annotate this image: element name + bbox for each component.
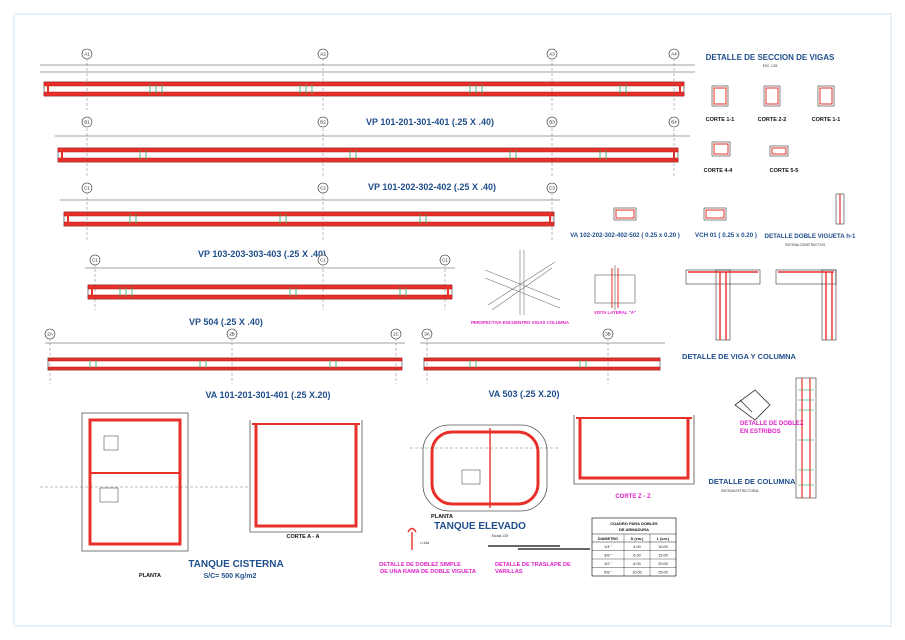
joist-note: SISTEMA CONSTRUCTIVO — [785, 243, 826, 247]
bend-table-cell: 8.00 — [633, 562, 640, 566]
cistern-cut-label: CORTE A - A — [287, 534, 320, 540]
va-section-label: VA 102-202-302-402-502 ( 0.25 x 0.20 ) — [570, 232, 680, 239]
axis-bubble: 3A — [424, 332, 430, 337]
bend-table-title-line2: DE ARMADURA — [619, 527, 649, 532]
beam-title: VP 101-201-301-401 (.25 X .40) — [366, 117, 494, 127]
beam-column-detail: DETALLE DE VIGA Y COLUMNA — [682, 269, 837, 361]
simple-bend-dim: L=16ø — [420, 541, 429, 545]
axis-bubble: A3 — [549, 52, 555, 57]
beam-elevation-2: B1 B2 B3 B4 VP 101-202-302-402 (.25 X .4… — [55, 116, 690, 192]
bend-table-cell: 1/2 " — [604, 562, 612, 566]
bend-table-cell: 25.00 — [658, 571, 668, 575]
axis-bubble: C2 — [320, 186, 326, 191]
beam-title: VA 503 (.25 X.20) — [488, 389, 559, 399]
side-view-label: VISTA LATERAL "A" — [594, 310, 636, 315]
axis-bubble: B1 — [84, 120, 90, 125]
secondary-beams: VA 102-202-302-402-502 ( 0.25 x 0.20 ) V… — [570, 193, 857, 247]
bend-table-cell: 6.00 — [633, 554, 640, 558]
axis-bubble: 2A — [47, 332, 53, 337]
overlap-line2: VARILLAS — [495, 569, 523, 575]
section-details-title: DETALLE DE SECCION DE VIGAS — [706, 53, 835, 62]
sheet-border — [13, 13, 892, 627]
tank-title: TANQUE ELEVADO — [434, 521, 526, 532]
bend-table-cell: 20.00 — [658, 562, 668, 566]
tank-plan-label: PLANTA — [431, 514, 453, 520]
column-note: SISTEMA ESTRUCTURAL — [721, 489, 759, 493]
axis-bubble: C1 — [320, 258, 326, 263]
cut-label: CORTE 4-4 — [704, 168, 734, 174]
cistern-plan: PLANTA TANQUE CISTERNA S/C= 500 Kg/m2 — [40, 412, 284, 580]
bend-table: CUADRO PARA DOBLES DE ARMADURA DIAMETRO … — [591, 517, 677, 577]
cut-label: CORTE 2-2 — [758, 117, 787, 123]
bend-table-title-line1: CUADRO PARA DOBLES — [610, 521, 658, 526]
bend-table-cell: 15.00 — [658, 554, 668, 558]
axis-bubble: A2 — [320, 52, 326, 57]
bend-title-line1: DETALLE DE DOBLEZ — [740, 421, 804, 427]
beam-elevation-3: C1 C2 C3 VP 103-203-303-403 (.25 X .40) — [60, 182, 560, 259]
cut-label: CORTE 1-1 — [812, 117, 841, 123]
beam-title: VP 101-202-302-402 (.25 X .40) — [368, 182, 496, 192]
vch-section-label: VCH 01 ( 0.25 x 0.20 ) — [695, 232, 757, 239]
beam-elevation-5: 2A 2B 2C VA 101-201-301-401 (.25 X.20) — [44, 328, 405, 400]
tank-section: CORTE Z - Z — [573, 415, 695, 500]
overlap-line1: DETALLE DE TRASLAPE DE — [495, 562, 571, 568]
cut-label: CORTE 1-1 — [706, 117, 735, 123]
bend-table-cell: 5/8 " — [604, 571, 612, 575]
beam-title: VP 103-203-303-403 (.25 X .40) — [198, 249, 326, 259]
cistern-section: CORTE A - A — [249, 420, 363, 540]
bend-table-cell: 1/4 " — [604, 545, 612, 549]
axis-bubble: A1 — [84, 52, 90, 57]
cut-label: CORTE 5-5 — [770, 168, 799, 174]
axis-bubble: A4 — [671, 52, 677, 57]
bend-table-header: L (cm.) — [657, 537, 670, 541]
simple-bend-line1: DETALLE DE DOBLEZ SIMPLE — [379, 562, 461, 568]
bend-table-cell: 10.00 — [658, 545, 668, 549]
tank-cut-label: CORTE Z - Z — [615, 494, 651, 500]
beam-title: VP 504 (.25 X .40) — [189, 317, 263, 327]
bend-table-cell: 3/8 " — [604, 554, 612, 558]
simple-bend-line2: DE UNA RAMA DE DOBLE VIGUETA — [380, 569, 476, 575]
tank-plan: PLANTA TANQUE ELEVADO Escala 1/25 — [410, 424, 560, 538]
axis-bubble: C3 — [549, 186, 555, 191]
axis-bubble: 3B — [605, 332, 611, 337]
bend-title-line2: EN ESTRIBOS — [740, 429, 781, 435]
perspective-detail: PERSPECTIVA ENCUENTRO VIGAS COLUMNA VIST… — [471, 250, 636, 325]
beam-elevation-4: C1 C1 C1 VP 504 (.25 X .40) — [85, 254, 455, 327]
cistern-plan-label: PLANTA — [139, 573, 161, 579]
axis-bubble: 2B — [229, 332, 235, 337]
column-detail: DETALLE DE COLUMNA SISTEMA ESTRUCTURAL — [709, 377, 817, 499]
axis-bubble: B2 — [320, 120, 326, 125]
beam-column-title: DETALLE DE VIGA Y COLUMNA — [682, 352, 796, 361]
beam-title: VA 101-201-301-401 (.25 X.20) — [205, 390, 330, 400]
stirrup-bend-detail: DETALLE DE DOBLEZ EN ESTRIBOS — [734, 389, 804, 435]
axis-bubble: C1 — [84, 186, 90, 191]
column-title: DETALLE DE COLUMNA — [709, 477, 797, 486]
tank-scale: Escala 1/25 — [492, 534, 509, 538]
axis-bubble: C1 — [442, 258, 448, 263]
section-details: DETALLE DE SECCION DE VIGAS ESC. 1/25 CO… — [704, 53, 841, 174]
cistern-load: S/C= 500 Kg/m2 — [204, 573, 257, 580]
bend-table-cell: 10.00 — [632, 571, 642, 575]
perspective-label: PERSPECTIVA ENCUENTRO VIGAS COLUMNA — [471, 320, 570, 325]
joist-detail-label: DETALLE DOBLE VIGUETA h-1 — [765, 233, 857, 240]
axis-bubble: 2C — [393, 332, 400, 337]
simple-bend-detail: L=16ø DETALLE DE DOBLEZ SIMPLE DE UNA RA… — [379, 527, 476, 575]
section-details-scale: ESC. 1/25 — [763, 64, 778, 68]
axis-bubble: B4 — [671, 120, 677, 125]
bend-table-header: DIAMETRO — [598, 537, 618, 541]
beam-elevation-6: 3A 3B VA 503 (.25 X.20) — [420, 328, 665, 399]
bend-table-cell: 4.00 — [633, 545, 640, 549]
bend-table-header: D (cm.) — [631, 537, 645, 541]
beam-elevation-1: A1 A2 A3 A4 VP 101-201-301-401 (.25 X .4… — [40, 48, 695, 127]
axis-bubble: C1 — [92, 258, 98, 263]
cistern-title: TANQUE CISTERNA — [188, 559, 283, 570]
overlap-detail: DETALLE DE TRASLAPE DE VARILLAS — [488, 545, 590, 575]
axis-bubble: B3 — [549, 120, 555, 125]
